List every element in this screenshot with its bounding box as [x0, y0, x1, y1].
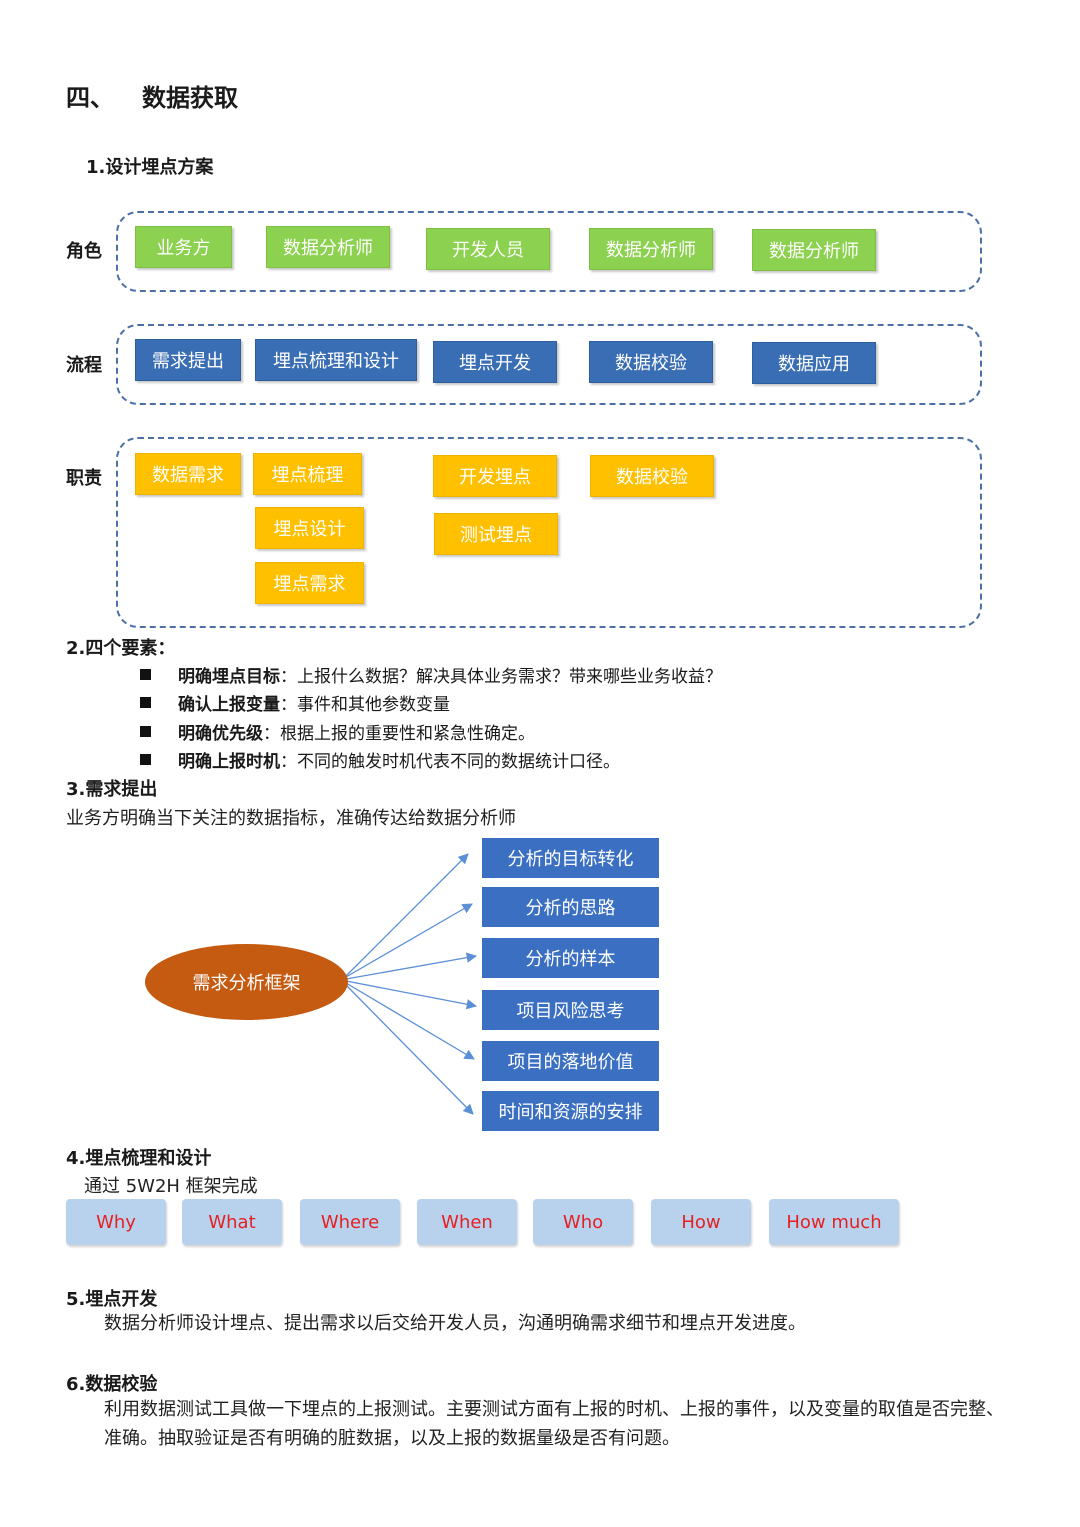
item-text: ：不同的触发时机代表不同的数据统计口径。: [280, 752, 620, 773]
arrow-6: [345, 984, 474, 1115]
s4-desc: 通过 5W2H 框架完成: [84, 1176, 258, 1197]
bullet-square-icon: [140, 668, 151, 680]
branch-4: 项目风险思考: [482, 990, 659, 1030]
bullet-square-icon: [140, 754, 151, 766]
w-box-what: What: [182, 1199, 282, 1245]
duty-box-verify: 数据校验: [590, 455, 714, 497]
process-box-4: 数据校验: [589, 341, 713, 383]
s3-heading: 3.需求提出: [66, 779, 158, 800]
item-key: 明确埋点目标: [178, 666, 280, 687]
duty-box-design: 埋点设计: [255, 507, 364, 549]
s4-heading: 4.埋点梳理和设计: [66, 1148, 212, 1169]
w-box-when: When: [417, 1199, 517, 1245]
s6-desc: 利用数据测试工具做一下埋点的上报测试。主要测试方面有上报的时机、上报的事件，以及…: [104, 1399, 1004, 1449]
w-box-how-much: How much: [769, 1199, 899, 1245]
list-item: 明确优先级：根据上报的重要性和紧急性确定。: [140, 717, 722, 746]
framework-center: 需求分析框架: [145, 944, 348, 1020]
duty-box-test: 测试埋点: [434, 513, 558, 555]
w-box-where: Where: [300, 1199, 400, 1245]
bullet-square-icon: [140, 725, 151, 737]
process-box-1: 需求提出: [135, 339, 241, 381]
w-box-why: Why: [66, 1199, 166, 1245]
duty-box-develop: 开发埋点: [433, 455, 557, 497]
w-box-who: Who: [533, 1199, 633, 1245]
section-title-text: 数据获取: [142, 84, 238, 112]
process-box-5: 数据应用: [752, 342, 876, 384]
role-box-5: 数据分析师: [752, 229, 876, 271]
item-key: 确认上报变量: [178, 695, 280, 716]
bullet-square-icon: [140, 697, 151, 709]
s3-desc: 业务方明确当下关注的数据指标，准确传达给数据分析师: [66, 808, 516, 829]
process-box-3: 埋点开发: [433, 341, 557, 383]
section-number: 四、: [66, 84, 114, 112]
duty-box-data-need: 数据需求: [135, 453, 241, 495]
item-text: ：上报什么数据？解决具体业务需求？带来哪些业务收益？: [280, 666, 722, 687]
branch-6: 时间和资源的安排: [482, 1091, 659, 1131]
branch-3: 分析的样本: [482, 938, 659, 978]
list-item: 明确埋点目标：上报什么数据？解决具体业务需求？带来哪些业务收益？: [140, 660, 722, 689]
arrow-1: [345, 853, 469, 977]
arrow-5: [345, 982, 475, 1060]
item-key: 明确上报时机: [178, 752, 280, 773]
row-label-role: 角色: [66, 241, 102, 262]
w-box-how: How: [651, 1199, 751, 1245]
duty-dashed-frame: [116, 437, 982, 628]
s5-desc: 数据分析师设计埋点、提出需求以后交给开发人员，沟通明确需求细节和埋点开发进度。: [104, 1313, 806, 1334]
duty-box-need: 埋点需求: [255, 562, 364, 604]
elements-list: 明确埋点目标：上报什么数据？解决具体业务需求？带来哪些业务收益？ 确认上报变量：…: [140, 660, 722, 774]
s6-heading: 6.数据校验: [66, 1374, 158, 1395]
arrow-3: [345, 952, 478, 980]
branch-5: 项目的落地价值: [482, 1041, 659, 1081]
branch-2: 分析的思路: [482, 887, 659, 927]
role-box-3: 开发人员: [426, 228, 550, 270]
role-box-1: 业务方: [135, 226, 232, 268]
s1-heading: 1.设计埋点方案: [86, 157, 214, 178]
s5-heading: 5.埋点开发: [66, 1289, 158, 1310]
process-dashed-frame: [116, 324, 982, 405]
list-item: 明确上报时机：不同的触发时机代表不同的数据统计口径。: [140, 746, 722, 775]
branch-1: 分析的目标转化: [482, 838, 659, 878]
section-title: 四、数据获取: [66, 78, 238, 113]
item-key: 明确优先级: [178, 723, 263, 744]
s2-heading: 2.四个要素：: [66, 638, 176, 659]
item-text: ：根据上报的重要性和紧急性确定。: [263, 723, 535, 744]
role-box-2: 数据分析师: [266, 226, 390, 268]
list-item: 确认上报变量：事件和其他参数变量: [140, 689, 722, 718]
process-box-2: 埋点梳理和设计: [255, 339, 417, 381]
row-label-process: 流程: [66, 355, 102, 376]
role-dashed-frame: [116, 211, 982, 292]
arrow-4: [345, 980, 478, 1010]
role-box-4: 数据分析师: [589, 228, 713, 270]
duty-box-sort: 埋点梳理: [253, 453, 362, 495]
row-label-duty: 职责: [66, 468, 102, 489]
item-text: ：事件和其他参数变量: [280, 695, 450, 716]
arrow-2: [345, 903, 473, 978]
